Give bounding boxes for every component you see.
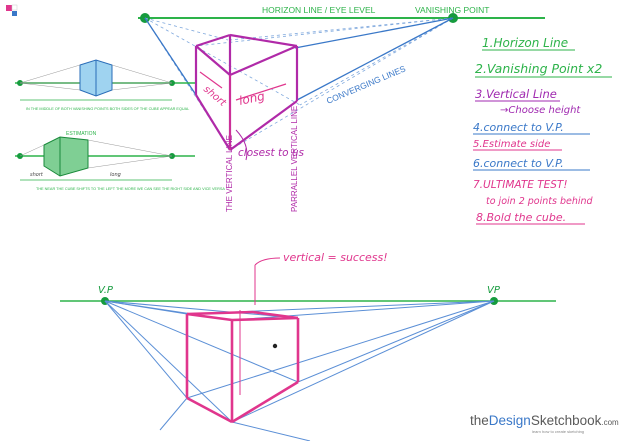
mini-diagram-estimation: ESTIMATION short long THE NEAR THE CUBE …: [15, 131, 225, 191]
step-8: 8.Bold the cube.: [476, 211, 566, 224]
short-label: short: [201, 84, 229, 110]
steps-list: 1.Horizon Line 2.Vanishing Point x2 3.Ve…: [473, 36, 612, 225]
step-3b: →Choose height: [500, 105, 581, 116]
mini-bottom-caption: THE NEAR THE CUBE SHIFTS TO THE LEFT THE…: [36, 187, 225, 191]
mini-long-label: long: [110, 172, 121, 178]
step-5: 5.Estimate side: [473, 139, 550, 150]
logo-mark: [6, 4, 18, 16]
top-cube: [194, 33, 299, 151]
bottom-vp-right-label: VP: [487, 285, 501, 296]
bottom-perspective: V.P VP: [60, 251, 556, 441]
brand: theDesignSketchbook.com learn how to cre…: [470, 413, 619, 434]
brand-name: theDesignSketchbook.com: [470, 413, 619, 428]
mini-estimation-label: ESTIMATION: [66, 131, 97, 137]
bottom-vp-left-label: V.P: [98, 285, 114, 296]
step-7b: to join 2 points behind: [486, 196, 594, 207]
success-label: vertical = success!: [283, 251, 388, 264]
converging-lines: [144, 17, 454, 151]
step-1: 1.Horizon Line: [482, 36, 568, 50]
vp-label: VANISHING POINT: [415, 5, 489, 15]
mini-short-label: short: [30, 172, 44, 178]
vertical-line-label: THE VERTICAL LINE: [225, 135, 234, 212]
brand-tagline: learn how to create sketching: [532, 429, 584, 434]
solid-converging: [144, 17, 454, 101]
horizon-label: HORIZON LINE / EYE LEVEL: [262, 5, 376, 15]
bottom-cube: [185, 310, 300, 424]
bottom-converging-lines: [104, 300, 495, 441]
step-6: 6.connect to V.P.: [473, 157, 564, 170]
step-2: 2.Vanishing Point x2: [475, 61, 602, 76]
step-3: 3.Vertical Line: [475, 87, 557, 101]
step-4: 4.connect to V.P.: [473, 121, 564, 134]
closest-label: closest to us: [238, 147, 305, 159]
converging-label: CONVERGING LINES: [325, 63, 407, 106]
mini-diagram-equal: IN THE MIDDLE OF BOTH VANISHING POINTS B…: [15, 59, 195, 111]
parallel-line-label: PARRALLEL VERTICAL LINE: [290, 106, 299, 212]
long-label: long: [238, 89, 267, 108]
mini-top-caption: IN THE MIDDLE OF BOTH VANISHING POINTS B…: [26, 107, 189, 111]
step-7: 7.ULTIMATE TEST!: [473, 179, 568, 191]
